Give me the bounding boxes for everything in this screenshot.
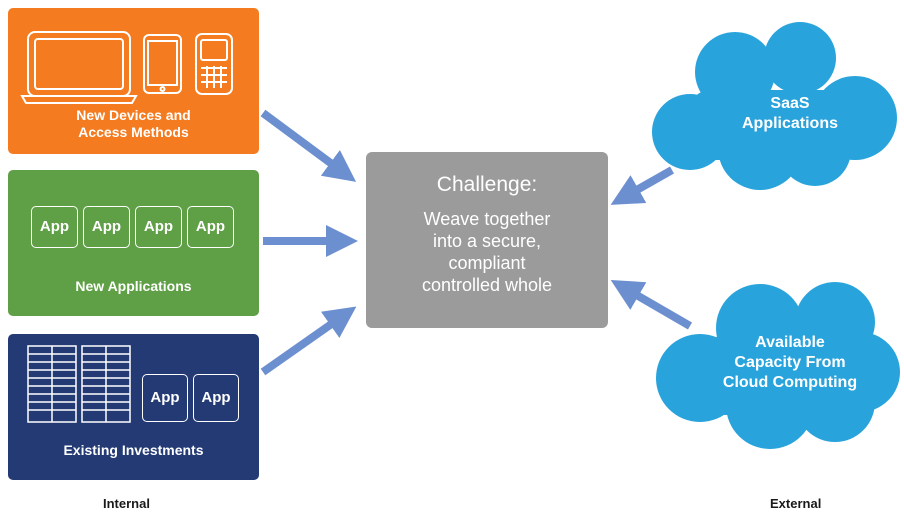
existing-icons xyxy=(27,345,131,423)
server-rack-icon xyxy=(81,345,131,423)
app-chip: App xyxy=(193,374,239,422)
challenge-line: Weave together xyxy=(423,209,551,229)
capacity-cloud xyxy=(656,282,900,449)
app-chip: App xyxy=(135,206,182,248)
devices-label-line2: Access Methods xyxy=(78,124,189,140)
new-applications-box: App App App App New Applications xyxy=(8,170,259,316)
challenge-body: Weave together into a secure, compliant … xyxy=(366,208,608,296)
applications-label: New Applications xyxy=(75,278,192,294)
challenge-line: into a secure, xyxy=(432,231,542,251)
app-chip: App xyxy=(83,206,130,248)
capacity-label-line2: Capacity From xyxy=(734,354,846,371)
new-devices-box: New Devices and Access Methods xyxy=(8,8,259,154)
challenge-line: compliant xyxy=(448,253,526,273)
capacity-label-line3: Cloud Computing xyxy=(722,374,858,391)
challenge-title: Challenge: xyxy=(436,173,538,196)
capacity-label-line1: Available xyxy=(755,334,825,351)
capacity-cloud-label: Available Capacity From Cloud Computing xyxy=(700,333,880,393)
arrow-existing-to-challenge xyxy=(260,306,357,376)
devices-label-line1: New Devices and xyxy=(76,107,191,123)
saas-label-line2: Applications xyxy=(741,115,838,132)
existing-investments-box: App App Existing Investments xyxy=(8,334,259,480)
challenge-line: controlled whole xyxy=(421,275,553,295)
saas-label-line1: SaaS xyxy=(770,95,810,112)
tablet-icon xyxy=(143,34,182,94)
app-chip: App xyxy=(31,206,78,248)
existing-label: Existing Investments xyxy=(63,442,204,458)
challenge-box: Challenge: Weave together into a secure,… xyxy=(366,152,608,328)
saas-cloud xyxy=(652,22,897,190)
phone-icon xyxy=(195,33,233,95)
laptop-icon xyxy=(20,31,138,104)
devices-icons xyxy=(20,31,233,104)
app-chip: App xyxy=(187,206,234,248)
internal-label: Internal xyxy=(103,496,150,511)
arrow-saas-to-challenge xyxy=(610,166,674,205)
app-chip: App xyxy=(142,374,188,422)
arrow-devices-to-challenge xyxy=(260,109,357,182)
devices-label: New Devices and Access Methods xyxy=(8,107,259,141)
saas-cloud-label: SaaS Applications xyxy=(720,94,860,134)
arrow-capacity-to-challenge xyxy=(610,279,693,330)
server-rack-icon xyxy=(27,345,77,423)
external-label: External xyxy=(770,496,822,511)
